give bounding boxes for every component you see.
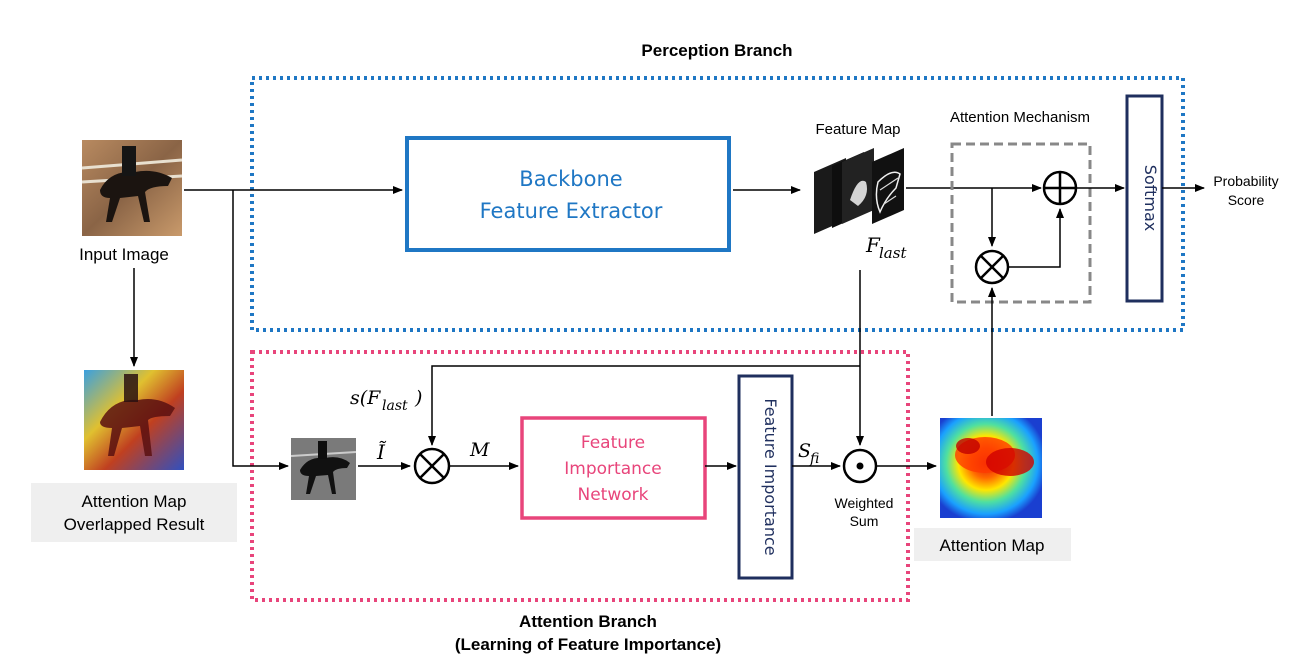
svg-text:last: last <box>879 244 907 262</box>
overlap-label-line1: Attention Map <box>82 492 187 511</box>
masking-multiply-icon <box>413 447 451 485</box>
attention-branch-title: Attention Branch <box>519 612 657 631</box>
input-image <box>81 140 183 236</box>
arrow-input-to-attention-branch <box>232 190 289 470</box>
attention-branch-subtitle: (Learning of Feature Importance) <box>455 635 721 654</box>
feature-importance-network-box <box>520 416 707 520</box>
output-label-line2: Score <box>1228 192 1265 208</box>
add-operator-icon <box>1042 170 1078 206</box>
weighted-sum-label-line1: Weighted <box>835 495 894 511</box>
attention-mechanism-box <box>950 142 1092 304</box>
m-symbol: M <box>469 439 490 461</box>
f-last-symbol: F last <box>865 233 907 262</box>
attention-map-image <box>940 418 1042 518</box>
grayscale-input-image <box>290 438 357 500</box>
backbone-label-line2: Feature Extractor <box>480 199 663 223</box>
multiply-operator-icon <box>974 249 1010 285</box>
feature-map-stack <box>814 148 904 234</box>
svg-text:fi: fi <box>809 451 819 467</box>
svg-text:s(F: s(F <box>350 387 381 409</box>
svg-text:): ) <box>414 387 422 409</box>
attention-map-label: Attention Map <box>940 536 1045 555</box>
output-label-line1: Probability <box>1213 173 1278 189</box>
attention-map-label-background <box>914 528 1071 561</box>
perception-branch-title: Perception Branch <box>641 41 792 60</box>
svg-text:last: last <box>382 398 408 414</box>
feature-map-label: Feature Map <box>815 121 900 138</box>
input-image-label: Input Image <box>79 245 169 264</box>
svg-text:S: S <box>798 440 811 462</box>
i-tilde-symbol: Ĩ <box>376 440 387 464</box>
svg-text:F: F <box>865 233 881 257</box>
backbone-label-line1: Backbone <box>519 167 622 191</box>
attention-mechanism-label: Attention Mechanism <box>950 109 1090 126</box>
perception-branch-box <box>250 76 1185 332</box>
arrow-flast-to-masking <box>428 365 860 446</box>
fin-label-line2: Importance <box>564 459 661 479</box>
feature-importance-label: Feature Importance <box>761 398 780 555</box>
backbone-box <box>405 136 731 252</box>
s-fi-symbol: S fi <box>798 440 819 467</box>
overlap-label-line2: Overlapped Result <box>64 515 205 534</box>
fin-label-line3: Network <box>578 485 649 505</box>
s-f-last-symbol: s(F last ) <box>350 387 422 414</box>
weighted-sum-operator-icon <box>842 448 878 484</box>
softmax-box <box>1125 94 1164 303</box>
feature-importance-box <box>737 374 794 580</box>
overlap-result-image <box>84 370 184 470</box>
weighted-sum-label-line2: Sum <box>850 513 879 529</box>
fin-label-line1: Feature <box>581 433 645 453</box>
attention-branch-box <box>250 350 910 602</box>
overlap-label-background <box>31 483 237 542</box>
softmax-label: Softmax <box>1141 165 1160 231</box>
arrow-multiply-to-plus <box>1008 208 1064 268</box>
